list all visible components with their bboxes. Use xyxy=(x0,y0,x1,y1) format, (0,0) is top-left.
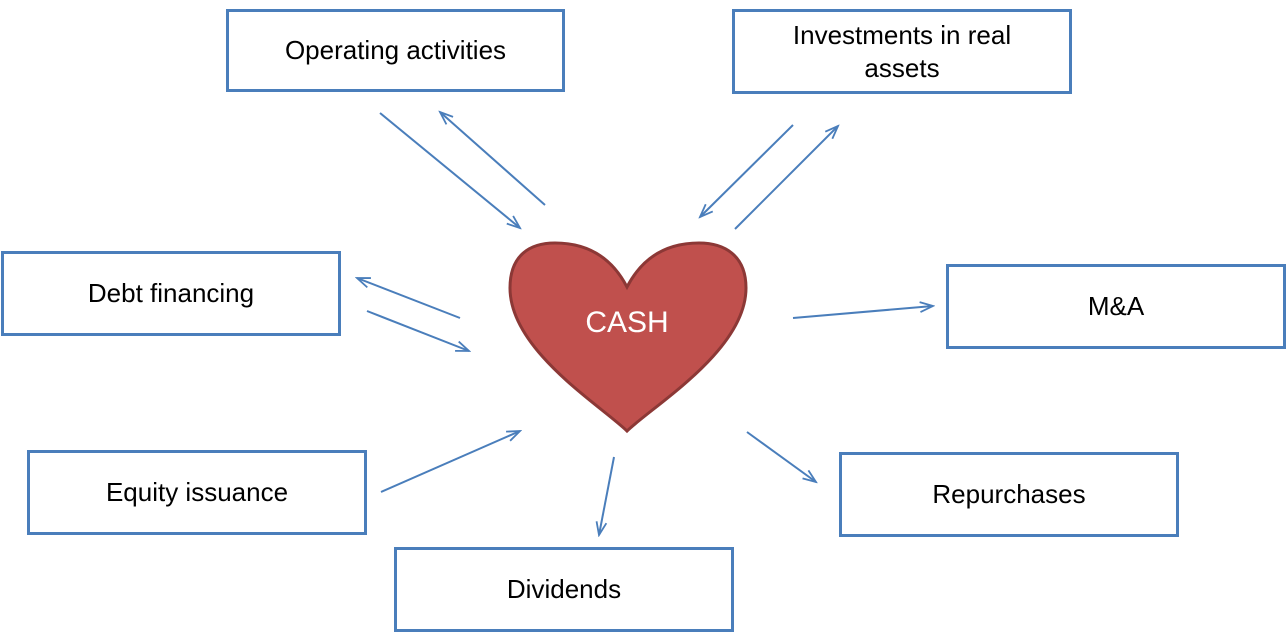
node-mna: M&A xyxy=(946,264,1286,349)
node-equity-issuance: Equity issuance xyxy=(27,450,367,535)
node-debt-financing: Debt financing xyxy=(1,251,341,336)
arrow-investments-to-cash xyxy=(700,124,794,217)
arrow-cash-to-dividends xyxy=(599,456,615,535)
arrow-cash-to-investments xyxy=(734,126,838,230)
cash-label: CASH xyxy=(585,306,669,339)
arrow-operating-to-cash xyxy=(379,112,520,228)
node-dividends: Dividends xyxy=(394,547,734,632)
arrow-cash-to-repurchases xyxy=(746,431,816,482)
node-operating-activities: Operating activities xyxy=(226,9,565,92)
arrow-cash-to-debt xyxy=(357,277,461,319)
node-repurchases: Repurchases xyxy=(839,452,1179,537)
cash-heart xyxy=(508,241,748,434)
arrow-debt-to-cash xyxy=(366,310,469,352)
node-investments-in-real-assets: Investments in real assets xyxy=(732,9,1072,94)
arrow-equity-to-cash xyxy=(380,431,520,493)
arrow-cash-to-operating xyxy=(440,112,546,206)
arrow-cash-to-mna xyxy=(792,306,933,319)
